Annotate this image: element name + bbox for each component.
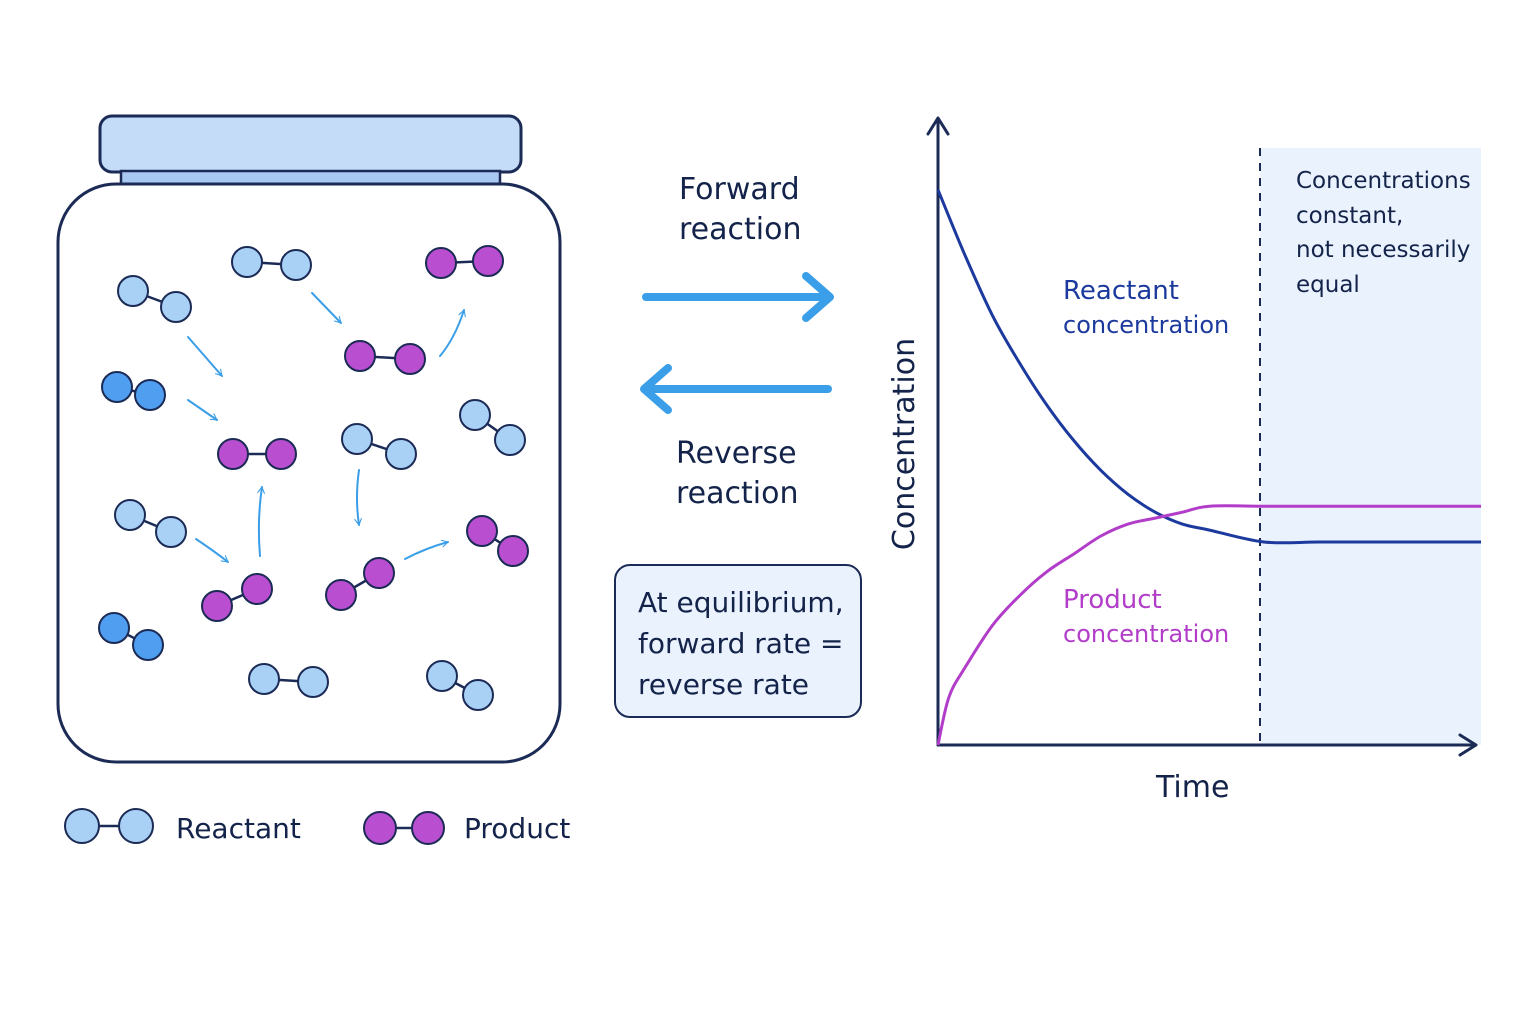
legend xyxy=(64,808,445,845)
equilibrium-rate-box: At equilibrium, forward rate = reverse r… xyxy=(614,564,862,718)
note-line3: not necessarily xyxy=(1296,237,1471,263)
eq-line2: forward rate = xyxy=(638,627,844,660)
legend-reactant-molecule xyxy=(64,808,154,844)
product-curve-label-line1: Product xyxy=(1063,585,1162,615)
forward-arrow xyxy=(642,272,834,322)
note-line2: constant, xyxy=(1296,202,1404,229)
equilibrium-note: Concentrations constant, not necessarily… xyxy=(1296,164,1496,302)
product-molecule xyxy=(201,573,273,622)
motion-arrow xyxy=(187,399,218,421)
product-molecule xyxy=(425,245,504,279)
note-line4: equal xyxy=(1296,271,1360,298)
motion-arrows-group xyxy=(187,292,466,563)
reactant-molecule xyxy=(98,612,164,661)
product-molecule xyxy=(217,438,297,470)
eq-line1: At equilibrium, xyxy=(638,586,844,619)
product-curve-label-line2: concentration xyxy=(1063,620,1230,648)
reactant-concentration-curve xyxy=(936,189,1481,545)
forward-reaction-label: Forward reaction xyxy=(679,170,859,250)
equilibrium-rate-text: At equilibrium, forward rate = reverse r… xyxy=(638,582,868,705)
legend-reactant-label: Reactant xyxy=(176,812,301,845)
legend-product-label: Product xyxy=(464,812,571,845)
legend-product-molecule xyxy=(363,811,445,845)
motion-arrow xyxy=(195,538,229,563)
product-molecule xyxy=(344,340,426,375)
forward-label-line1: Forward xyxy=(679,172,800,207)
reverse-arrow xyxy=(640,364,832,414)
reactant-curve-label-line1: Reactant xyxy=(1063,276,1179,306)
reactant-curve-label-line2: concentration xyxy=(1063,311,1230,339)
motion-arrow xyxy=(311,292,342,324)
reactant-molecule xyxy=(114,499,187,548)
y-axis-label: Concentration xyxy=(887,338,922,550)
equilibrium-region xyxy=(1260,148,1481,745)
product-molecule xyxy=(325,557,395,611)
reactant-molecule xyxy=(101,371,166,411)
motion-arrow xyxy=(439,309,466,357)
reverse-label-line1: Reverse xyxy=(676,436,797,471)
reactant-curve-label: Reactant concentration xyxy=(1063,274,1229,342)
motion-arrow xyxy=(187,336,223,377)
jar-body xyxy=(56,182,562,764)
reactant-molecule xyxy=(426,660,494,711)
motion-arrow xyxy=(257,486,265,557)
forward-label-line2: reaction xyxy=(679,212,802,247)
reactant-molecule xyxy=(117,275,192,323)
motion-arrow xyxy=(404,539,449,560)
graph: Concentration xyxy=(887,116,1481,757)
reactant-molecule xyxy=(231,246,312,281)
reverse-label-line2: reaction xyxy=(676,476,799,511)
y-axis xyxy=(926,116,950,747)
jar-lid xyxy=(98,114,523,174)
motion-arrow xyxy=(354,469,362,526)
reactant-molecule xyxy=(248,663,329,698)
jar xyxy=(56,114,562,764)
product-curve-label: Product concentration xyxy=(1063,583,1229,651)
product-concentration-curve xyxy=(936,504,1481,746)
molecules-group xyxy=(98,245,529,711)
reactant-molecule xyxy=(459,399,526,456)
reactant-molecule xyxy=(341,423,417,470)
reverse-reaction-label: Reverse reaction xyxy=(676,434,856,514)
eq-line3: reverse rate xyxy=(638,668,810,701)
note-line1: Concentrations xyxy=(1296,168,1471,194)
x-axis-label: Time xyxy=(1156,770,1230,805)
product-molecule xyxy=(466,515,529,567)
x-axis xyxy=(936,733,1478,757)
